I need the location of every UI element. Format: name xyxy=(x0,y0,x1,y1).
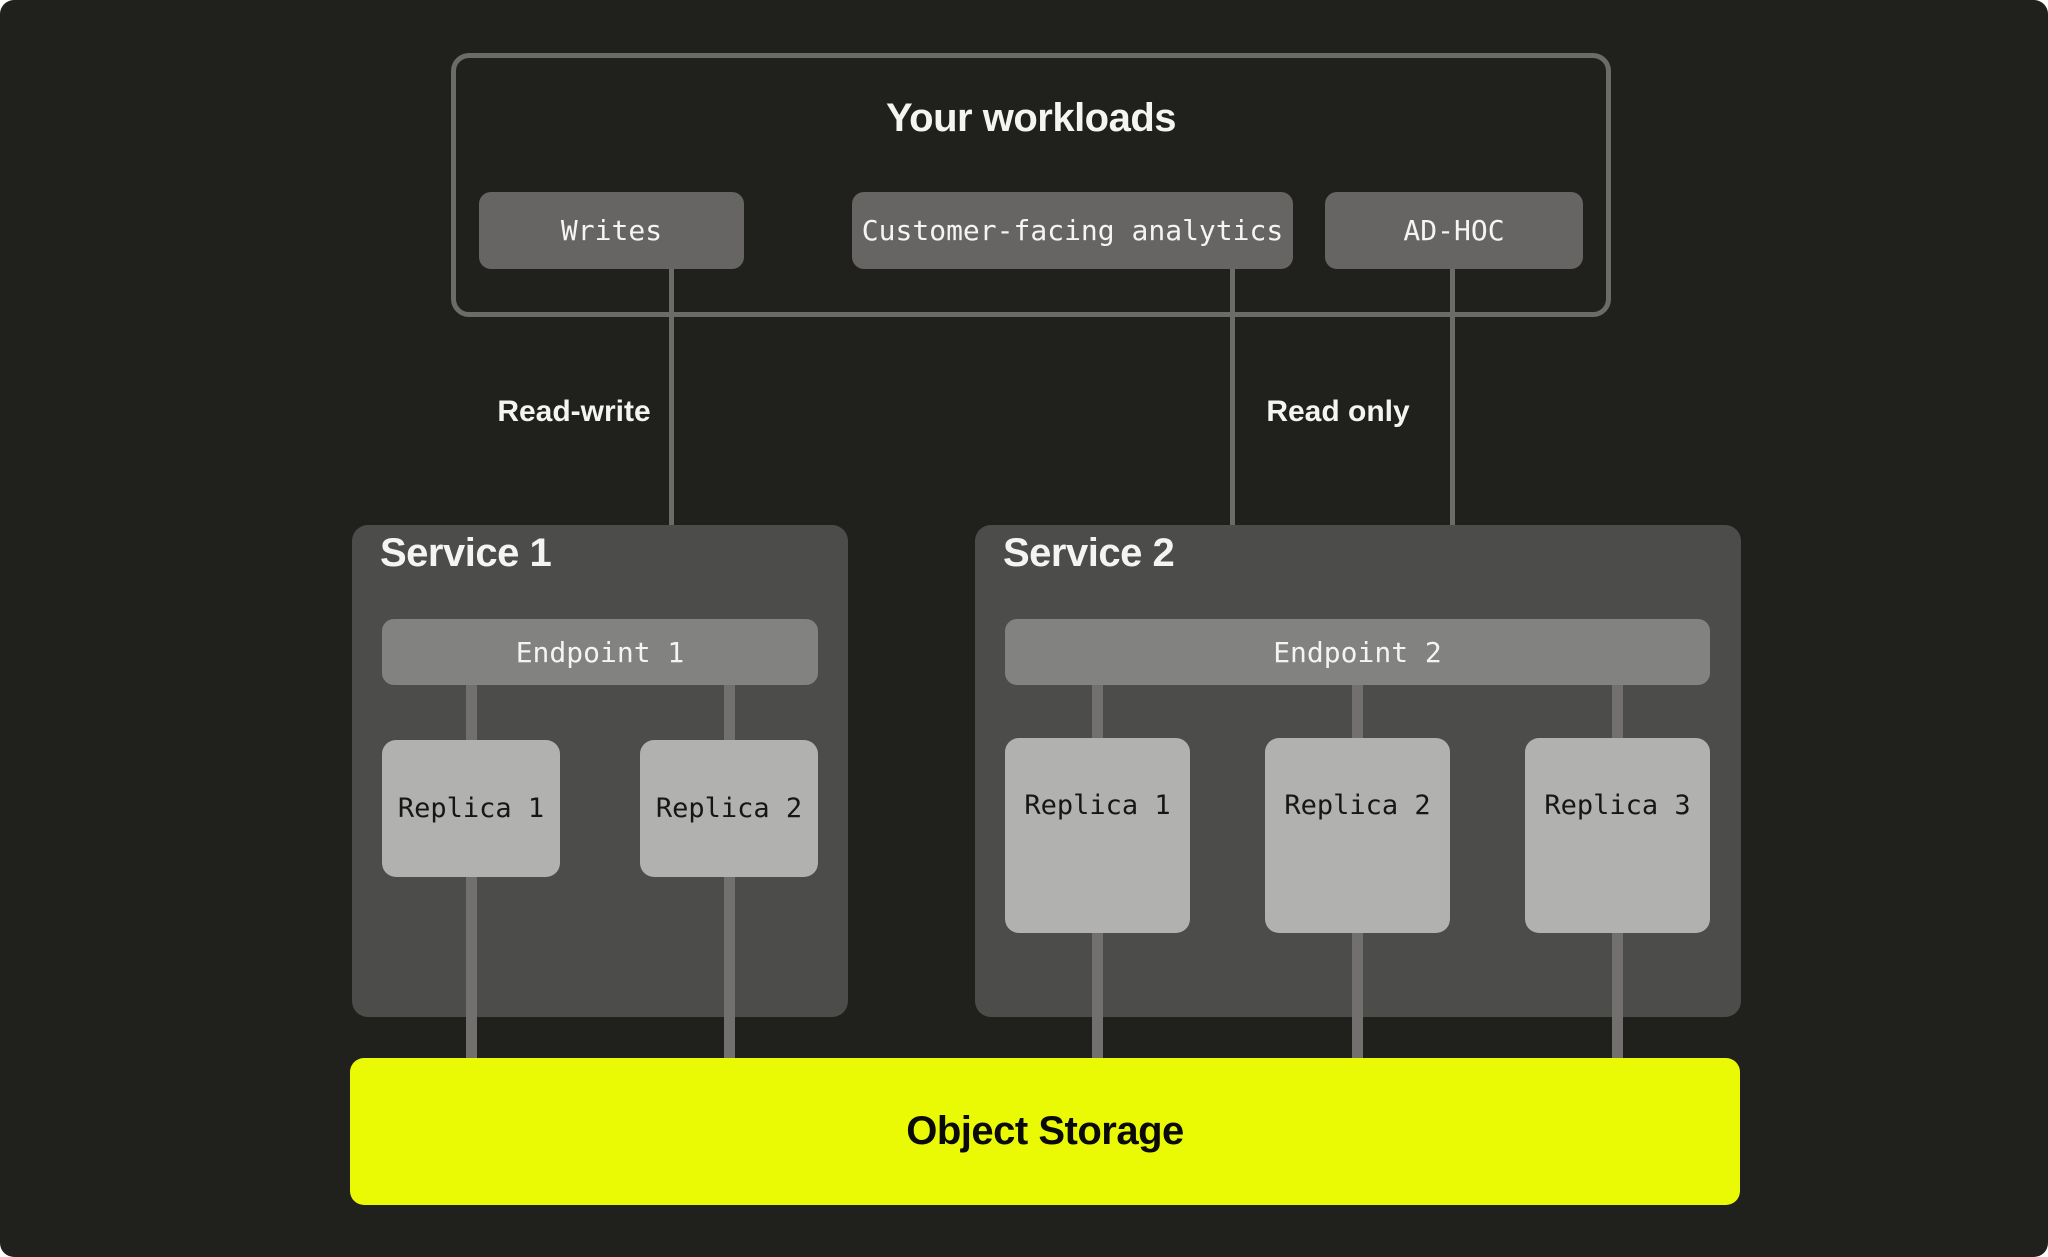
service-1-endpoint-node: Endpoint 1 xyxy=(382,619,818,685)
workload-writes-label: Writes xyxy=(560,214,663,247)
service-2-replica-2-node: Replica 2 xyxy=(1265,738,1450,933)
service-1-replica-2-label: Replica 2 xyxy=(655,793,803,824)
service-2-replica-2-label: Replica 2 xyxy=(1284,790,1431,821)
workload-customer-facing-analytics-label: Customer-facing analytics xyxy=(861,214,1284,247)
workload-customer-facing-analytics-node: Customer-facing analytics xyxy=(852,192,1293,269)
service-2-replica-3-label: Replica 3 xyxy=(1544,790,1691,821)
arrow-writes-to-endpoint1-shaft xyxy=(669,269,674,590)
service-2-replica-3-node: Replica 3 xyxy=(1525,738,1710,933)
object-storage-label: Object Storage xyxy=(906,1109,1184,1153)
workload-ad-hoc-node: AD-HOC xyxy=(1325,192,1583,269)
object-storage-node: Object Storage xyxy=(350,1058,1740,1205)
service-1-replica-2-node: Replica 2 xyxy=(640,740,818,877)
workloads-group-box xyxy=(451,53,1611,317)
service-2-replica-1-label: Replica 1 xyxy=(1024,790,1171,821)
arrow-analytics-to-endpoint2-shaft xyxy=(1230,269,1235,582)
service-2-endpoint-node: Endpoint 2 xyxy=(1005,619,1710,685)
read-write-edge-label: Read-write xyxy=(497,395,651,428)
service-1-title: Service 1 xyxy=(380,531,552,575)
workloads-title: Your workloads xyxy=(885,96,1177,140)
service-2-replica-1-node: Replica 1 xyxy=(1005,738,1190,933)
workload-writes-node: Writes xyxy=(479,192,744,269)
read-only-edge-label: Read only xyxy=(1266,395,1410,428)
service-1-replica-1-label: Replica 1 xyxy=(397,793,545,824)
service-2-endpoint-label: Endpoint 2 xyxy=(1273,635,1442,669)
workload-ad-hoc-label: AD-HOC xyxy=(1403,214,1505,247)
service-2-title: Service 2 xyxy=(1003,531,1175,575)
service-1-endpoint-label: Endpoint 1 xyxy=(515,635,685,669)
arrow-adhoc-to-endpoint2-shaft xyxy=(1450,269,1455,582)
service-1-replica-1-node: Replica 1 xyxy=(382,740,560,877)
